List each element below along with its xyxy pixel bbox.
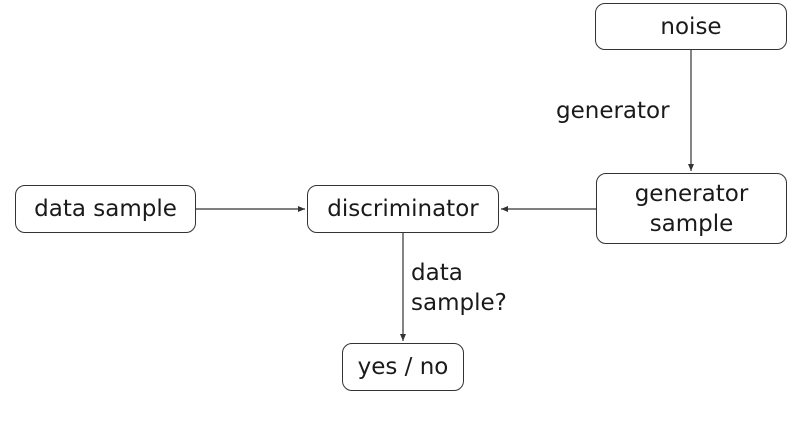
edge-label-data-sample-question-line-2: sample? <box>411 290 507 316</box>
edge-label-generator: generator <box>556 96 670 126</box>
node-noise-label: noise <box>660 13 722 40</box>
edge-label-data-sample-question: data sample? <box>411 258 507 318</box>
node-yes-no-label: yes / no <box>357 354 449 380</box>
node-data-sample: data sample <box>15 185 196 233</box>
node-generator-sample-label-line-1: generator <box>634 180 749 207</box>
node-generator-sample-label-line-2: sample <box>649 210 734 237</box>
node-yes-no: yes / no <box>342 343 464 391</box>
edge-label-generator-text: generator <box>556 98 670 124</box>
node-noise: noise <box>595 3 787 50</box>
node-discriminator: discriminator <box>307 185 499 233</box>
node-data-sample-label: data sample <box>34 196 177 222</box>
node-generator-sample: generator sample <box>596 173 787 244</box>
edge-label-data-sample-question-line-1: data <box>411 260 463 286</box>
node-discriminator-label: discriminator <box>327 196 479 222</box>
